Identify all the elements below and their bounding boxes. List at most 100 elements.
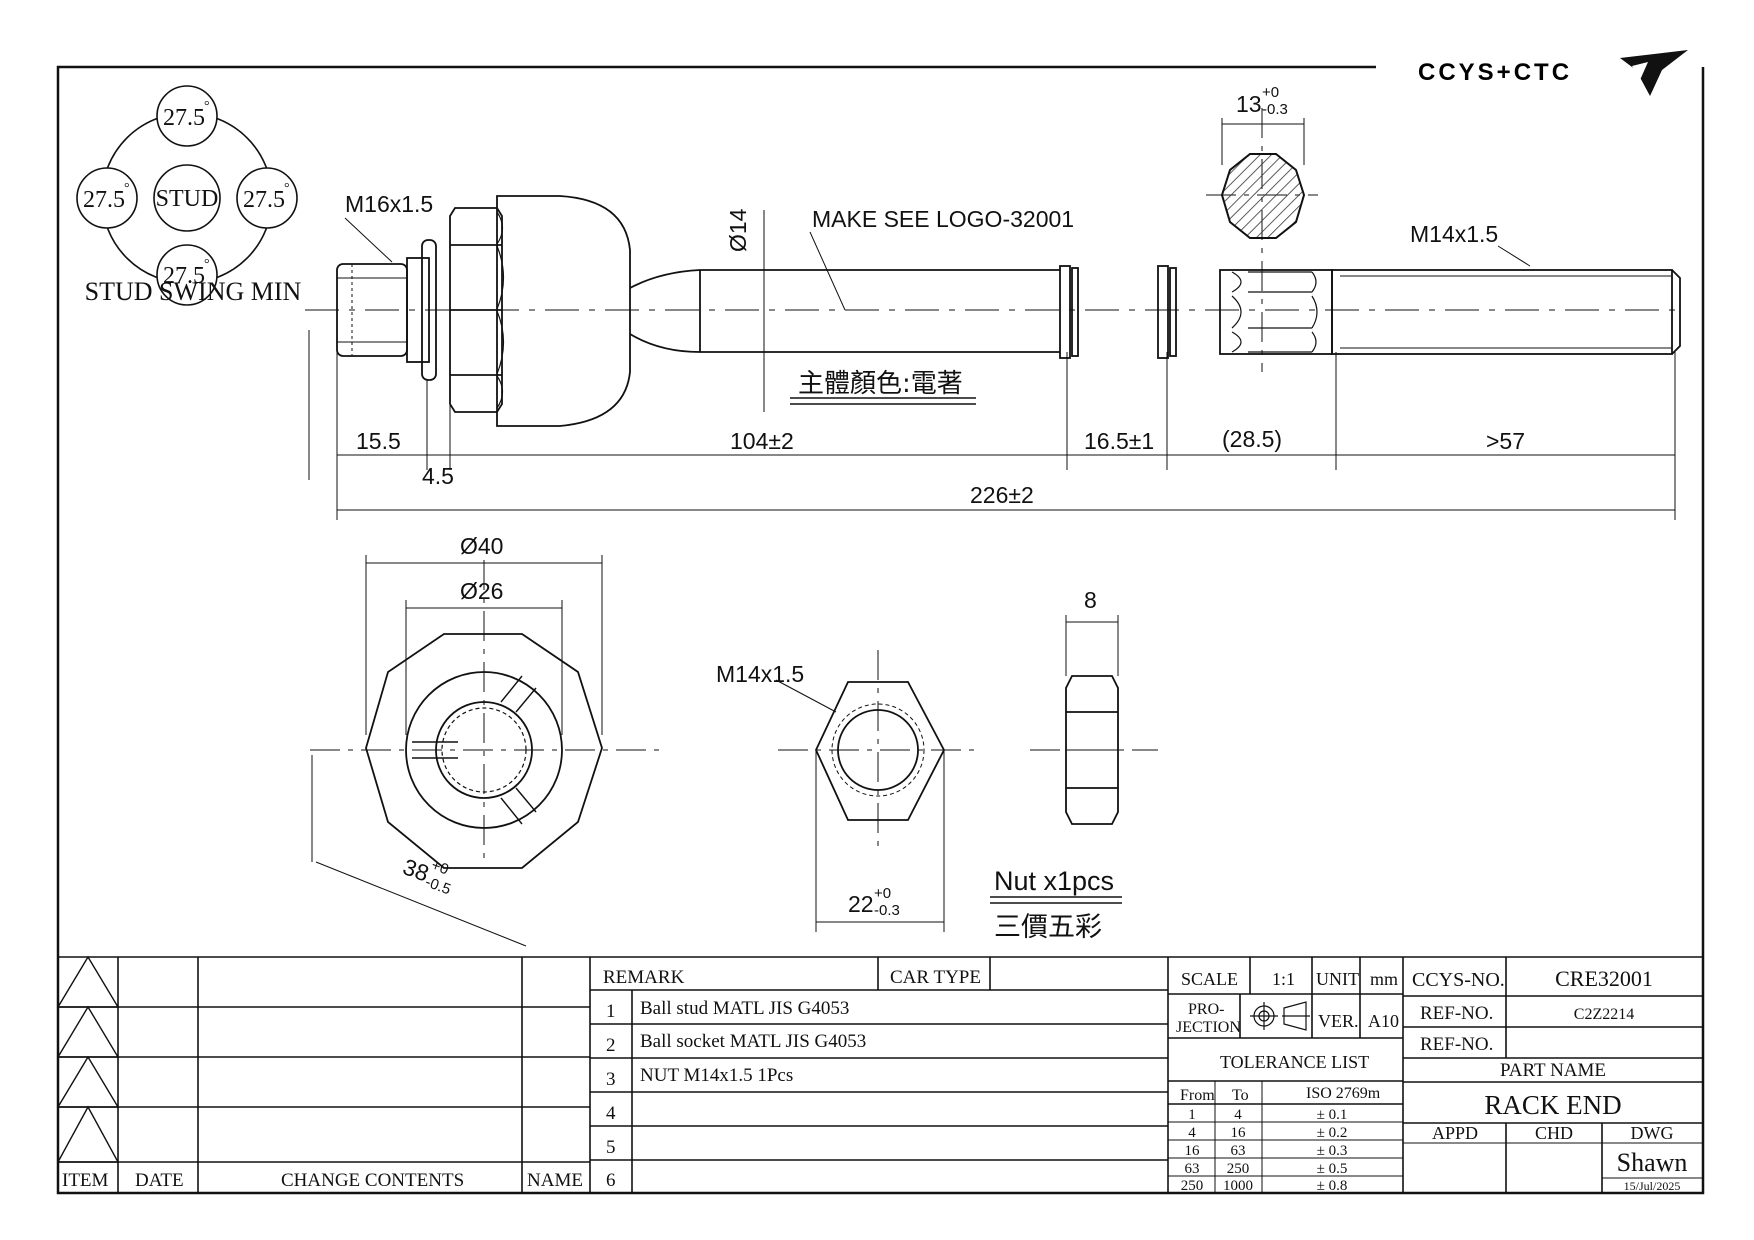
scale-value: 1:1 [1272,969,1295,989]
tol-from: 4 [1188,1125,1196,1141]
tol-header-iso: ISO 2769m [1306,1085,1381,1102]
dim-57: >57 [1486,428,1525,454]
unit-label: UNIT [1316,969,1359,989]
projection-label-1: PRO- [1188,1001,1224,1018]
across-flats-tol-lower: -0.5 [423,874,453,899]
hex-flat-dimension: 13 [1236,91,1262,117]
swing-angle-left: 27.5 [83,187,125,213]
dim-16-5: 16.5±1 [1084,428,1154,454]
degree-mark: ° [204,99,210,114]
tol-to: 1000 [1223,1178,1253,1194]
nut-finish: 三價五彩 [994,912,1102,943]
tol-from: 63 [1185,1161,1200,1177]
tol-to: 63 [1231,1143,1246,1159]
rev-header-name: NAME [527,1170,583,1191]
end-view-outer-dia: Ø40 [460,533,503,559]
dim-overall: 226±2 [970,482,1034,508]
company-logo: CCYS+CTC [1418,50,1688,96]
logo-mark-icon [1620,50,1688,96]
unit-value: mm [1370,969,1398,989]
nut-flat-tol-lower: -0.3 [874,902,900,919]
end-view-inner-dia: Ø26 [460,578,503,604]
dim-28-5: (28.5) [1222,426,1282,452]
rack-end-end-view [310,555,664,947]
rev-header-date: DATE [135,1170,184,1191]
remark-no: 5 [606,1137,616,1158]
projection-label-2: JECTION [1176,1019,1241,1036]
chd-label: CHD [1535,1123,1573,1143]
appd-label: APPD [1432,1123,1478,1143]
drawing-date: 15/Jul/2025 [1624,1179,1681,1193]
nut-flat-dimension: 22 [848,891,874,917]
remark-text: NUT M14x1.5 1Pcs [640,1065,793,1086]
ver-value: A10 [1368,1011,1399,1031]
callout-shaft-diameter: Ø14 [725,208,751,252]
across-flats-tol-upper: +0 [429,857,451,879]
tol-value: ± 0.8 [1317,1178,1348,1194]
swing-center-label: STUD [156,186,219,212]
degree-mark: ° [284,181,290,196]
remark-no: 4 [606,1103,616,1124]
tol-to: 16 [1231,1125,1247,1141]
nut-quantity: Nut x1pcs [994,866,1114,896]
logo-text: CCYS+CTC [1418,59,1572,86]
tol-value: ± 0.2 [1317,1125,1348,1141]
tol-header-from: From [1180,1087,1215,1104]
hex-flat-tol-lower: -0.3 [1262,101,1288,118]
stud-swing-diagram [76,85,298,306]
dwg-label: DWG [1631,1123,1674,1143]
side-view-dimensions [308,210,1676,520]
rev-header-item: ITEM [62,1170,109,1191]
tolerance-title: TOLERANCE LIST [1220,1052,1369,1072]
tol-header-to: To [1232,1087,1249,1104]
rev-header-change: CHANGE CONTENTS [281,1170,464,1191]
ref-no-label: REF-NO. [1420,1003,1493,1024]
remark-no: 6 [606,1170,616,1191]
dim-15-5: 15.5 [356,428,401,454]
callout-stud-thread: M16x1.5 [345,191,433,217]
tol-to: 4 [1234,1107,1242,1123]
drawn-by: Shawn [1617,1148,1688,1177]
callout-logo-note: MAKE SEE LOGO-32001 [812,206,1074,232]
nut-side-view [1030,615,1158,825]
scale-label: SCALE [1181,969,1238,989]
swing-angle-right: 27.5 [243,187,285,213]
tol-value: ± 0.1 [1317,1107,1348,1123]
remark-header: REMARK [603,967,685,988]
remark-no: 2 [606,1035,616,1056]
nut-thread-callout: M14x1.5 [716,661,804,687]
projection-symbol-icon [1250,1001,1310,1031]
ref-no-value: C2Z2214 [1574,1006,1634,1023]
dim-4-5: 4.5 [422,463,454,489]
swing-angle-bottom: 27.5 [163,263,205,289]
tol-value: ± 0.3 [1317,1143,1348,1159]
nut-front-view [775,650,980,932]
tol-value: ± 0.5 [1317,1161,1348,1177]
body-color-note: 主體顏色:電著 [798,369,963,399]
car-type-label: CAR TYPE [890,967,981,988]
tol-from: 1 [1188,1107,1196,1123]
sheet-border [56,65,1705,1195]
ver-label: VER. [1318,1011,1359,1031]
callout-end-thread: M14x1.5 [1410,221,1498,247]
title-block [56,955,1703,1193]
part-name-value: RACK END [1484,1090,1621,1120]
remark-no: 1 [606,1001,616,1022]
ccys-no-value: CRE32001 [1555,966,1653,991]
tol-to: 250 [1227,1161,1250,1177]
rack-end-side-view [305,195,1681,427]
tol-from: 250 [1181,1178,1204,1194]
degree-mark: ° [124,181,130,196]
ref-no-label: REF-NO. [1420,1034,1493,1055]
degree-mark: ° [204,257,210,272]
hex-cross-section [1206,108,1318,372]
remark-text: Ball socket MATL JIS G4053 [640,1031,866,1052]
part-name-label: PART NAME [1500,1060,1606,1081]
swing-caption: STUD SWING MIN [85,277,302,306]
ccys-no-label: CCYS-NO. [1412,969,1505,991]
nut-thickness: 8 [1084,587,1097,613]
remark-no: 3 [606,1069,616,1090]
nut-flat-tol-upper: +0 [874,885,891,902]
dim-104: 104±2 [730,428,794,454]
